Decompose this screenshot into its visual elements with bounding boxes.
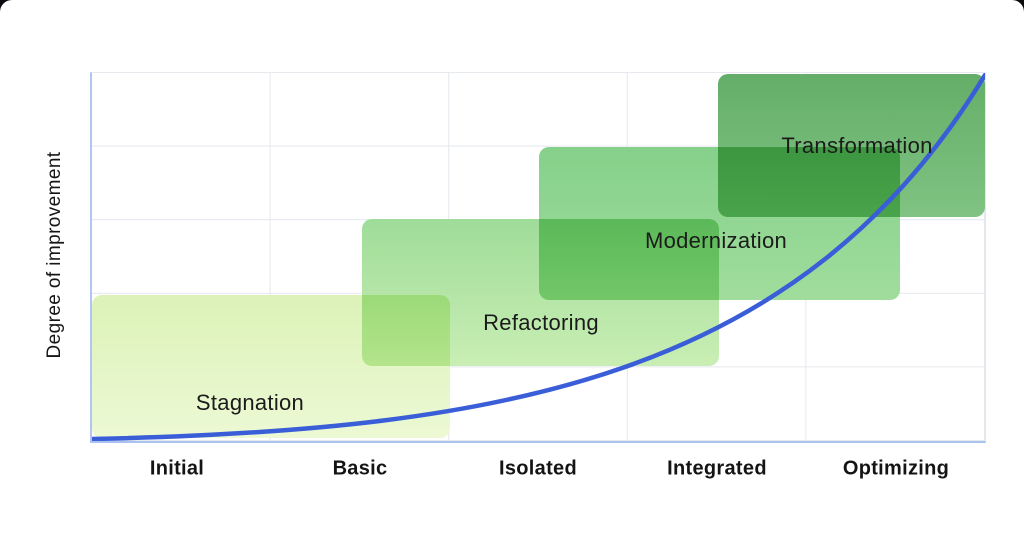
improvement-curve bbox=[92, 73, 985, 441]
stage-box-transformation bbox=[718, 74, 985, 217]
stage-label-modernization: Modernization bbox=[644, 228, 788, 253]
curve-layer bbox=[92, 73, 985, 441]
stage-label-refactoring: Refactoring bbox=[483, 310, 599, 335]
x-axis-label-optimizing: Optimizing bbox=[842, 457, 950, 480]
x-axis-label-integrated: Integrated bbox=[667, 457, 767, 480]
y-axis-label: Degree of improvement bbox=[44, 151, 65, 359]
stage-boxes-layer bbox=[92, 73, 985, 441]
x-axis-label-isolated: Isolated bbox=[499, 457, 577, 480]
stage-label-transformation: Transformation bbox=[781, 133, 933, 158]
stage-labels-layer: Stagnation Refactoring Modernization Transf… bbox=[92, 73, 985, 441]
x-axis-label-initial: Initial bbox=[149, 457, 205, 480]
plot-area: Stagnation Refactoring Modernization Transf… bbox=[90, 72, 986, 443]
stage-label-stagnation: Stagnation bbox=[195, 390, 305, 415]
x-axis-label-basic: Basic bbox=[332, 457, 388, 480]
